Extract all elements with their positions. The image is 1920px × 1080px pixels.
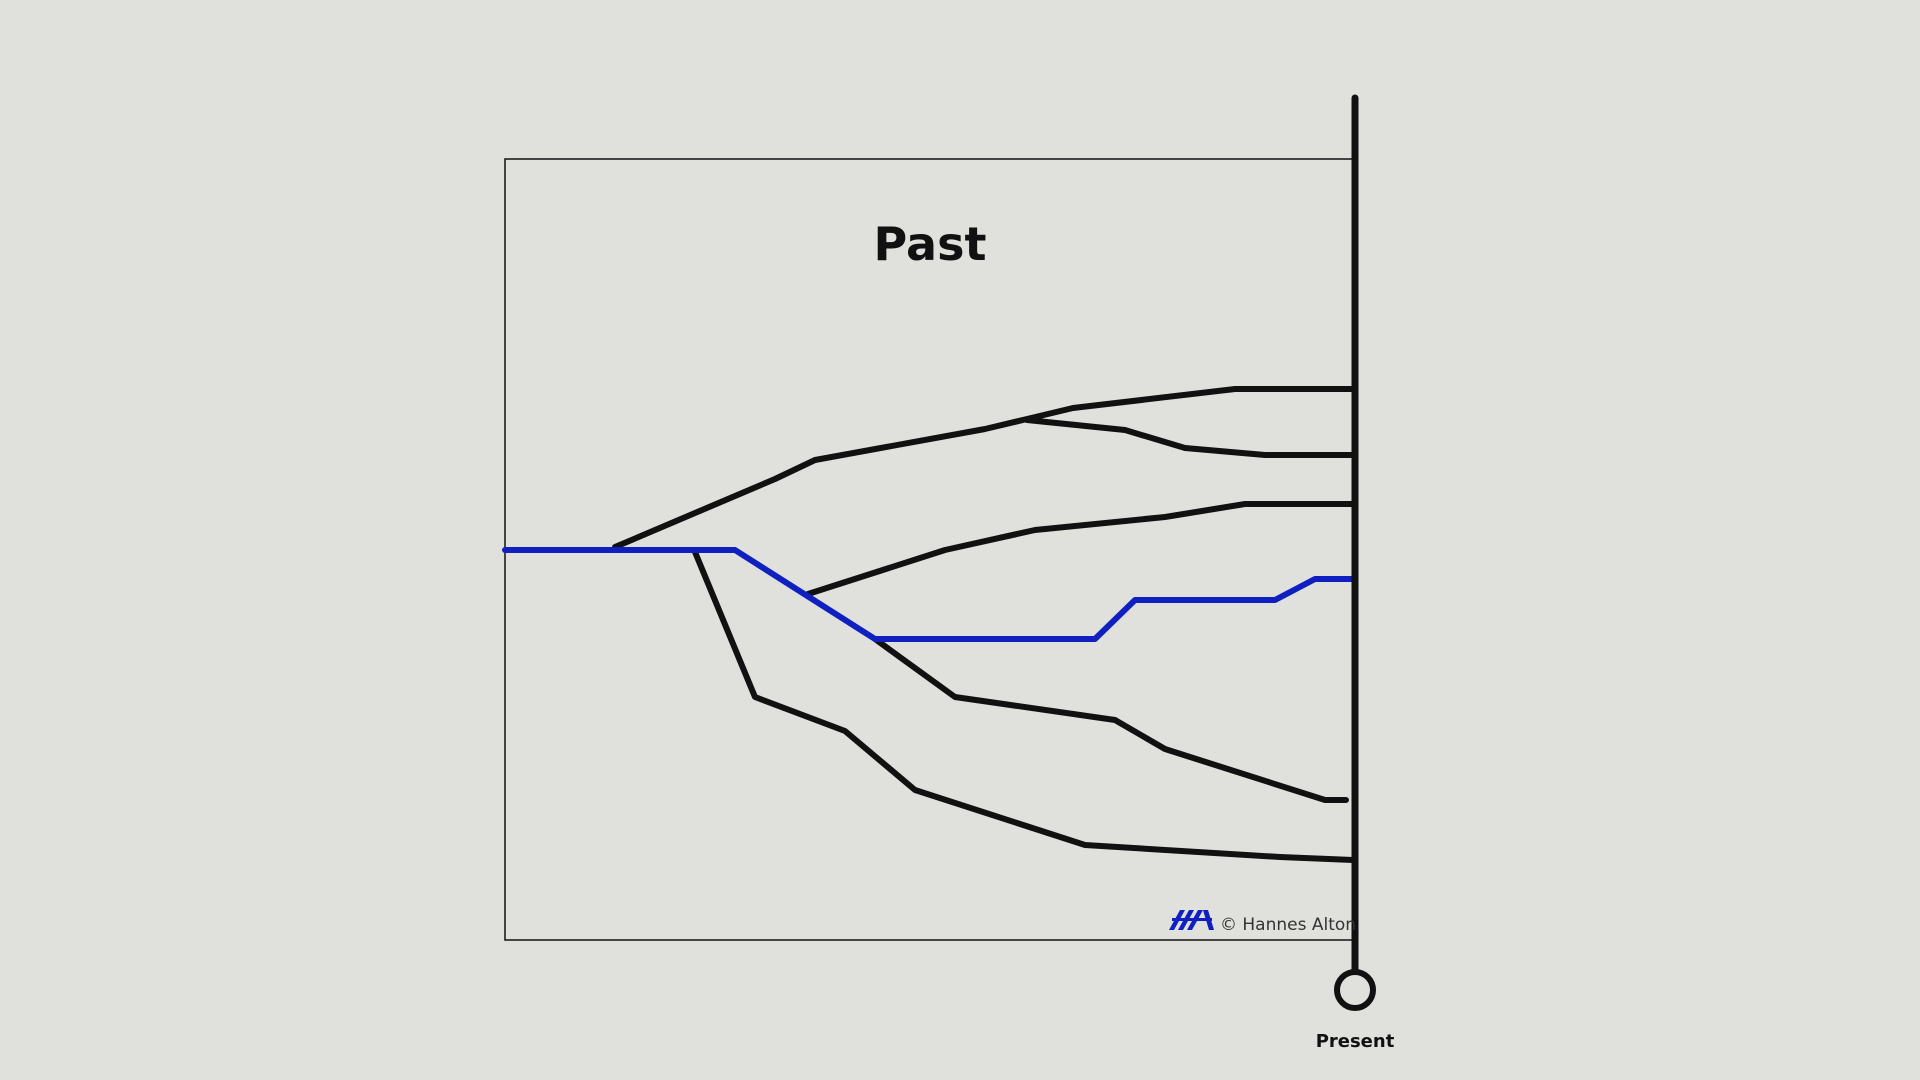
- branch-line-5: [692, 549, 1356, 863]
- present-marker: [1334, 969, 1376, 1011]
- past-title: Past: [874, 217, 987, 271]
- branch-line-1: [612, 386, 1356, 550]
- branch-line-4: [872, 636, 1349, 803]
- branch-line-2: [1024, 417, 1356, 458]
- branch-line-3: [805, 501, 1356, 597]
- highlighted-path: [502, 547, 1356, 642]
- hannes-alton-logo: [1169, 910, 1214, 930]
- present-label: Present: [1316, 1031, 1395, 1052]
- credit-text: © Hannes Alton: [1220, 915, 1356, 935]
